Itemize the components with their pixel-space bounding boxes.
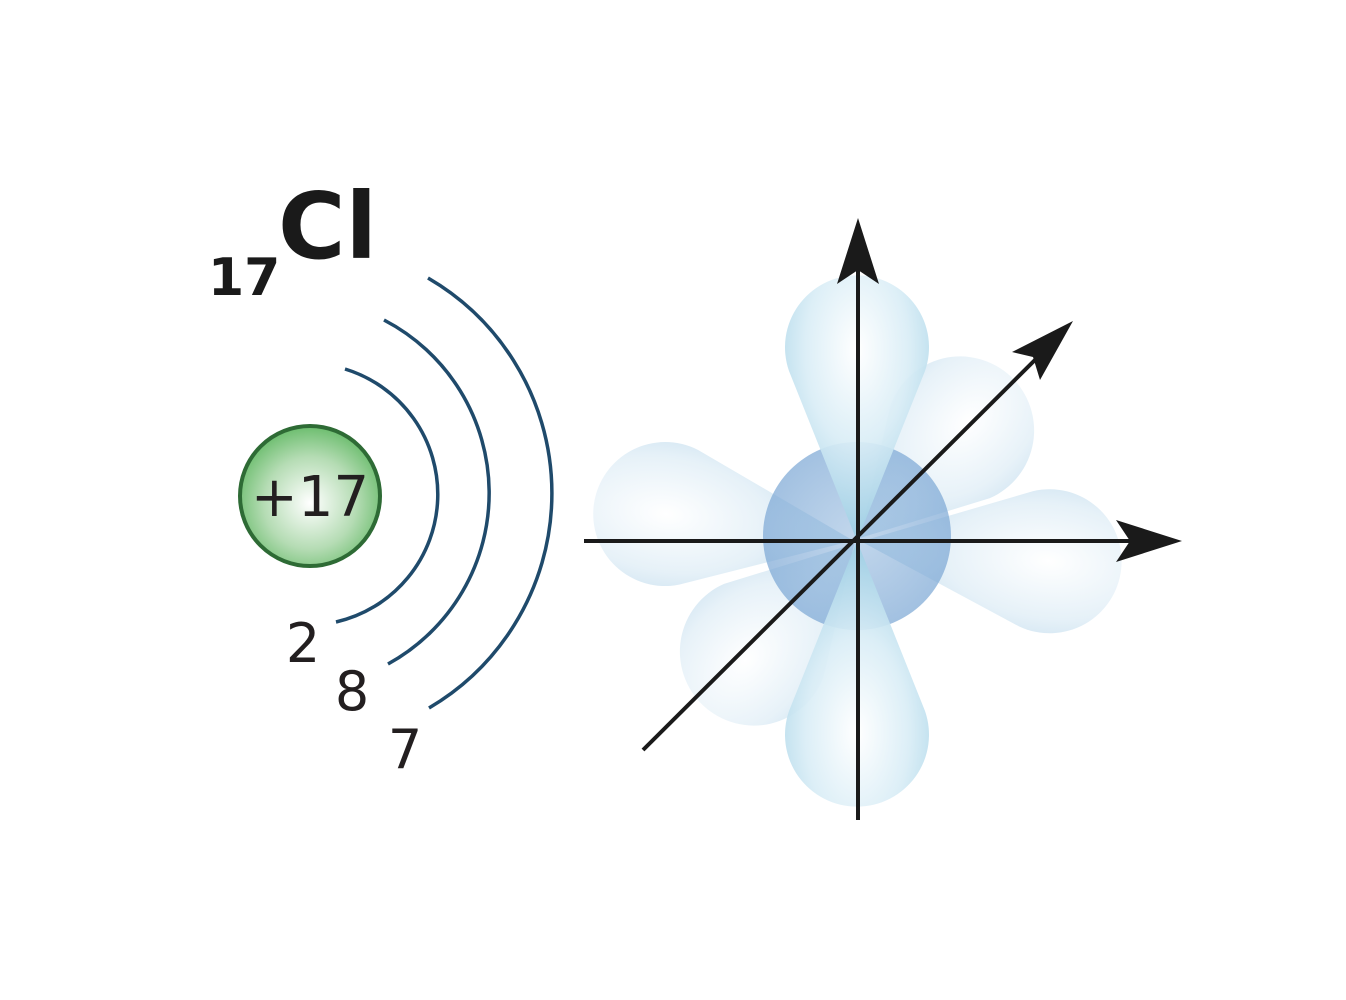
shell-2-electrons: 8 xyxy=(335,660,369,723)
shell-2-arc xyxy=(383,318,491,666)
atomic-number: 17 xyxy=(208,248,280,308)
shell-3-electrons: 7 xyxy=(388,718,422,781)
nucleus-charge: +17 xyxy=(251,465,369,530)
nucleus: +17 xyxy=(238,424,382,568)
shell-1-electrons: 2 xyxy=(286,612,320,675)
x-axis-arrowhead xyxy=(1116,520,1182,562)
electron-shells xyxy=(335,276,554,710)
element-symbol-text: Cl xyxy=(278,173,377,280)
shell-3-arc xyxy=(427,276,554,710)
shell-electron-counts: 2 8 7 xyxy=(286,612,422,781)
z-axis-line xyxy=(641,348,1047,752)
element-symbol: 17 Cl xyxy=(208,173,377,308)
z-axis-arrowhead xyxy=(1012,321,1073,380)
shell-1-arc xyxy=(335,367,440,624)
y-axis-arrowhead xyxy=(837,218,879,284)
coordinate-axes xyxy=(584,218,1182,820)
nucleus-circle xyxy=(238,424,382,568)
